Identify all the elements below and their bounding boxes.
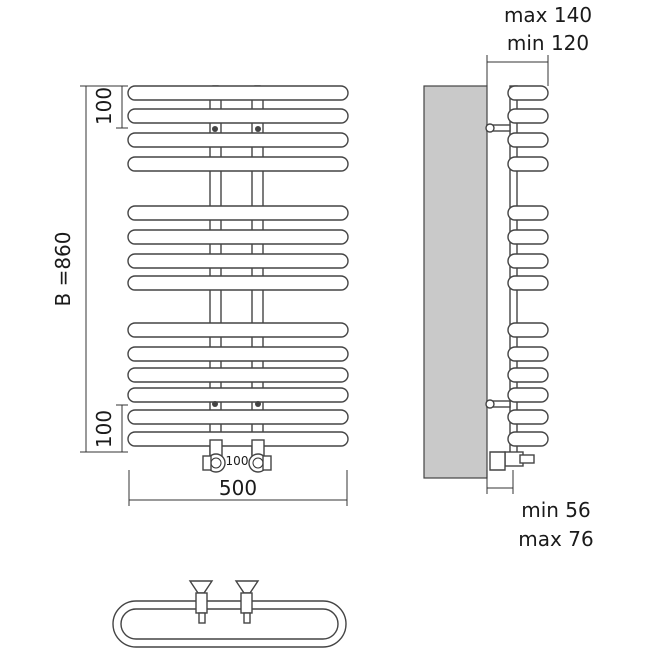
horizontal-tube <box>127 253 349 269</box>
top-view <box>112 580 347 648</box>
front-view: B =860 100 100 100 500 <box>51 85 349 506</box>
wall-brackets <box>485 123 511 409</box>
side-tube <box>507 156 549 172</box>
depth-dimension: min 56 max 76 <box>486 470 594 551</box>
side-tube <box>507 275 549 291</box>
horizontal-tube <box>127 346 349 362</box>
horizontal-tube <box>127 409 349 425</box>
top-spacing-label: 100 <box>92 87 116 125</box>
wall-distance-min-label: min 120 <box>507 31 589 55</box>
horizontal-tubes <box>127 85 349 447</box>
side-tube <box>507 205 549 221</box>
width-dimension: 500 <box>128 470 348 506</box>
side-tube <box>507 229 549 245</box>
side-tube <box>507 253 549 269</box>
top-spacing-dimension: 100 <box>92 86 128 129</box>
connection-spacing-label: 100 <box>226 454 249 468</box>
side-valve <box>489 451 535 471</box>
side-view: max 140 min 120 min 56 max 76 <box>423 3 594 551</box>
horizontal-tube <box>127 322 349 338</box>
horizontal-tube <box>127 85 349 101</box>
wall-distance-max-label: max 140 <box>504 3 592 27</box>
side-tube <box>507 367 549 383</box>
side-tube <box>507 322 549 338</box>
connection-valves <box>202 439 272 473</box>
height-dimension: B =860 <box>51 85 128 453</box>
horizontal-tube <box>127 108 349 124</box>
side-tube <box>507 387 549 403</box>
horizontal-tube <box>127 132 349 148</box>
side-tube <box>507 108 549 124</box>
side-tubes <box>507 85 549 447</box>
side-tube <box>507 132 549 148</box>
mounting-points <box>212 126 261 407</box>
depth-max-label: max 76 <box>518 527 593 551</box>
horizontal-tube <box>127 229 349 245</box>
wall-distance-dimension: max 140 min 120 <box>486 3 592 86</box>
bottom-spacing-dimension: 100 <box>92 404 128 452</box>
horizontal-tube <box>127 205 349 221</box>
height-total-label: B =860 <box>51 231 75 306</box>
side-tube <box>507 346 549 362</box>
horizontal-tube <box>127 156 349 172</box>
width-label: 500 <box>219 476 257 500</box>
side-tube <box>507 431 549 447</box>
top-view-valves <box>188 580 260 624</box>
wall <box>423 85 488 479</box>
horizontal-tube <box>127 275 349 291</box>
horizontal-tube <box>127 387 349 403</box>
horizontal-tube <box>127 367 349 383</box>
side-tube <box>507 409 549 425</box>
depth-min-label: min 56 <box>521 498 591 522</box>
horizontal-tube <box>127 431 349 447</box>
bottom-spacing-label: 100 <box>92 410 116 448</box>
side-tube <box>507 85 549 101</box>
